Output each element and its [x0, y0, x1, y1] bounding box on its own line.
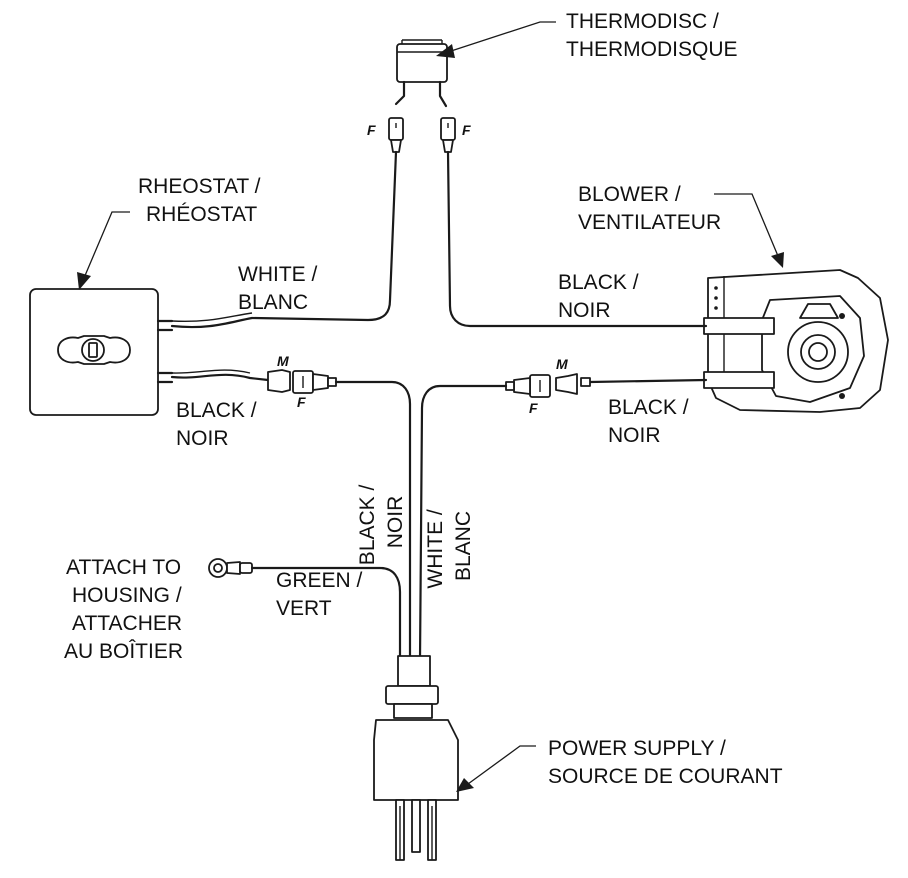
thermodisc-label: THERMODISC / THERMODISQUE — [566, 10, 738, 61]
black-blower-bottom-label: BLACK / NOIR — [608, 396, 694, 447]
attach-label: ATTACH TO HOUSING / ATTACHER AU BOÎTIER — [64, 556, 188, 663]
rheostat-mf-connector — [267, 369, 337, 394]
black-vertical-label: BLACK / NOIR — [356, 479, 407, 565]
white-wire-rheostat — [170, 150, 398, 329]
rheostat-leader — [77, 211, 130, 290]
thermodisc-right-f-mark: F — [462, 122, 471, 138]
black-rheostat-label: BLACK / NOIR — [176, 399, 262, 450]
green-label: GREEN / VERT — [276, 569, 368, 620]
rheostat-f-mark: F — [297, 394, 306, 410]
power-plug — [373, 655, 459, 861]
blower-mf-connector — [505, 373, 591, 398]
white-rheostat-label: WHITE / BLANC — [238, 263, 323, 314]
thermodisc-left-f-mark: F — [367, 122, 376, 138]
rheostat-m-mark: M — [277, 353, 289, 369]
blower — [703, 269, 889, 413]
power-label: POWER SUPPLY / SOURCE DE COURANT — [548, 737, 783, 788]
ground-ring-terminal — [208, 558, 253, 578]
blower-leader — [714, 193, 784, 268]
power-leader — [456, 745, 536, 792]
blower-m-mark: M — [556, 356, 568, 372]
thermodisc-left-connector — [388, 117, 404, 153]
black-wire-vertical — [334, 380, 412, 662]
white-vertical-label: WHITE / BLANC — [424, 503, 475, 588]
black-blower-top-label: BLACK / NOIR — [558, 271, 644, 322]
rheostat — [29, 288, 174, 416]
white-wire-vertical — [418, 384, 508, 662]
thermodisc — [394, 39, 448, 108]
thermodisc-right-connector — [440, 117, 456, 153]
blower-label: BLOWER / VENTILATEUR — [578, 183, 721, 234]
black-wire-rheostat — [170, 373, 270, 382]
thermodisc-leader — [436, 21, 556, 58]
rheostat-label: RHEOSTAT / RHÉOSTAT — [138, 175, 266, 226]
green-wire — [250, 566, 402, 662]
black-wire-blower-top — [446, 150, 708, 328]
blower-f-mark: F — [529, 400, 538, 416]
